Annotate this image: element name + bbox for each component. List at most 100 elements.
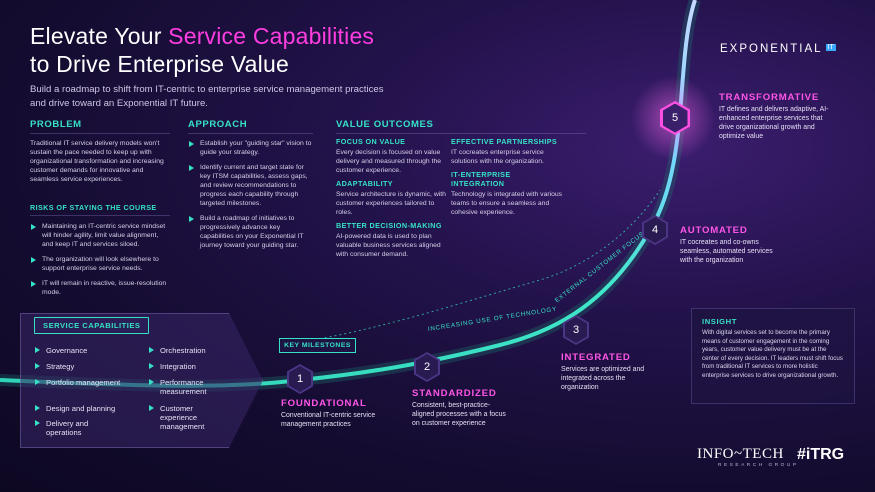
logo-badge: IT xyxy=(825,44,836,51)
stage-title: TRANSFORMATIVE xyxy=(719,92,820,103)
arrow-icon xyxy=(35,347,40,353)
arrow-icon xyxy=(149,405,154,411)
stage-title: INTEGRATED xyxy=(561,352,631,363)
insight-text: With digital services set to become the … xyxy=(702,329,843,379)
capability-item: Performance measurement xyxy=(149,378,229,396)
divider xyxy=(30,133,170,134)
outcome-block: EFFECTIVE PARTNERSHIPS IT cocreates ente… xyxy=(451,137,561,166)
title-prefix: Elevate Your xyxy=(30,23,169,49)
capability-item: Design and planning xyxy=(35,404,115,413)
stage-desc: Services are optimized and integrated ac… xyxy=(561,366,645,391)
approach-text: Build a roadmap of initiatives to progre… xyxy=(200,215,304,249)
arrow-icon xyxy=(35,420,40,426)
stage-number: 4 xyxy=(644,217,666,243)
stage-number: 1 xyxy=(289,366,311,392)
list-item: Identify current and target state for ke… xyxy=(188,163,313,208)
arrow-icon xyxy=(189,165,194,171)
capability-item: Strategy xyxy=(35,362,74,371)
stage-3-info: INTEGRATED Services are optimized and in… xyxy=(561,352,656,392)
arrow-icon xyxy=(35,363,40,369)
arrow-icon xyxy=(31,257,36,263)
risk-text: IT will remain in reactive, issue-resolu… xyxy=(42,280,167,296)
approach-list: Establish your "guiding star" vision to … xyxy=(188,139,313,250)
outcome-title: IT-ENTERPRISE INTEGRATION xyxy=(451,170,511,188)
stage-desc: Consistent, best-practice-aligned proces… xyxy=(412,402,506,427)
approach-text: Establish your "guiding star" vision to … xyxy=(200,140,312,156)
outcome-block: ADAPTABILITY Service architecture is dyn… xyxy=(336,179,448,217)
capability-text: Governance xyxy=(46,346,88,355)
problem-heading: PROBLEM xyxy=(30,119,82,130)
risk-text: The organization will look elsewhere to … xyxy=(42,256,159,272)
stage-number: 2 xyxy=(416,354,438,380)
infotech-logo: INFO~TECH xyxy=(697,446,784,462)
insight-heading: INSIGHT xyxy=(702,317,737,326)
value-outcomes-section: VALUE OUTCOMES xyxy=(336,119,586,134)
divider xyxy=(30,215,170,216)
stage-4-info: AUTOMATED IT cocreates and co-owns seaml… xyxy=(680,225,780,265)
list-item: Establish your "guiding star" vision to … xyxy=(188,139,313,157)
outcome-title: EFFECTIVE PARTNERSHIPS xyxy=(451,137,558,146)
insight-panel: INSIGHT With digital services set to bec… xyxy=(691,308,855,404)
capability-text: Design and planning xyxy=(46,404,116,413)
risks-section: RISKS OF STAYING THE COURSE Maintaining … xyxy=(30,203,170,303)
stage-1-badge: 1 xyxy=(287,364,313,394)
capability-text: Portfolio management xyxy=(46,378,121,387)
outcome-title: ADAPTABILITY xyxy=(336,179,393,188)
stage-number: 5 xyxy=(662,103,688,133)
service-capabilities-heading: SERVICE CAPABILITIES xyxy=(34,317,150,334)
capability-text: Performance measurement xyxy=(160,378,207,396)
list-item: Maintaining an IT-centric service mindse… xyxy=(30,222,170,249)
arrow-icon xyxy=(31,281,36,287)
arrow-icon xyxy=(189,216,194,222)
capability-item: Delivery and operations xyxy=(35,419,115,437)
capability-item: Governance xyxy=(35,346,87,355)
risk-text: Maintaining an IT-centric service mindse… xyxy=(42,223,166,248)
arrow-icon xyxy=(149,363,154,369)
outcome-text: AI-powered data is used to plan valuable… xyxy=(336,233,441,258)
capability-text: Delivery and operations xyxy=(46,419,89,437)
stage-2-info: STANDARDIZED Consistent, best-practice-a… xyxy=(412,388,512,428)
stage-1-info: FOUNDATIONAL Conventional IT-centric ser… xyxy=(281,398,391,429)
capability-text: Customer experience management xyxy=(160,404,205,431)
page-title: Elevate Your Service Capabilities to Dri… xyxy=(30,22,374,78)
outcome-text: Service architecture is dynamic, with cu… xyxy=(336,191,446,216)
risks-heading: RISKS OF STAYING THE COURSE xyxy=(30,203,157,212)
itrg-logo: #iTRG xyxy=(797,446,845,463)
infotech-logo-subtitle: RESEARCH GROUP xyxy=(718,463,799,468)
outcome-block: FOCUS ON VALUE Every decision is focused… xyxy=(336,137,448,175)
list-item: IT will remain in reactive, issue-resolu… xyxy=(30,279,170,297)
outcome-text: IT cocreates enterprise service solution… xyxy=(451,149,544,165)
problem-section: PROBLEM Traditional IT service delivery … xyxy=(30,119,170,184)
value-outcomes-heading: VALUE OUTCOMES xyxy=(336,119,434,130)
list-item: Build a roadmap of initiatives to progre… xyxy=(188,214,313,250)
list-item: The organization will look elsewhere to … xyxy=(30,255,170,273)
outcome-block: IT-ENTERPRISE INTEGRATION Technology is … xyxy=(451,170,563,217)
divider xyxy=(188,133,313,134)
key-milestones-label: KEY MILESTONES xyxy=(279,338,356,353)
approach-text: Identify current and target state for ke… xyxy=(200,164,308,207)
capability-text: Integration xyxy=(160,362,196,371)
stage-5-info: TRANSFORMATIVE IT defines and delivers a… xyxy=(719,92,829,141)
arrow-icon xyxy=(31,224,36,230)
stage-desc: IT cocreates and co-owns seamless, autom… xyxy=(680,239,773,264)
problem-body: Traditional IT service delivery models w… xyxy=(30,140,164,183)
outcome-text: Every decision is focused on value deliv… xyxy=(336,149,442,174)
page-subtitle: Build a roadmap to shift from IT-centric… xyxy=(30,84,384,109)
capability-item: Integration xyxy=(149,362,196,371)
title-line2: to Drive Enterprise Value xyxy=(30,51,289,77)
stage-desc: IT defines and delivers adaptive, AI-enh… xyxy=(719,106,829,140)
service-capabilities-panel xyxy=(20,313,263,448)
capability-item: Customer experience management xyxy=(149,404,229,431)
logo-text: EXPONENTIAL xyxy=(720,43,823,55)
capability-text: Orchestration xyxy=(160,346,206,355)
capability-text: Strategy xyxy=(46,362,75,371)
stage-title: STANDARDIZED xyxy=(412,388,497,399)
outcome-title: FOCUS ON VALUE xyxy=(336,137,406,146)
divider xyxy=(336,133,586,134)
arrow-icon xyxy=(149,379,154,385)
approach-section: APPROACH Establish your "guiding star" v… xyxy=(188,119,313,256)
arrow-icon xyxy=(35,405,40,411)
arrow-icon xyxy=(189,141,194,147)
outcome-block: BETTER DECISION-MAKING AI-powered data i… xyxy=(336,221,448,259)
